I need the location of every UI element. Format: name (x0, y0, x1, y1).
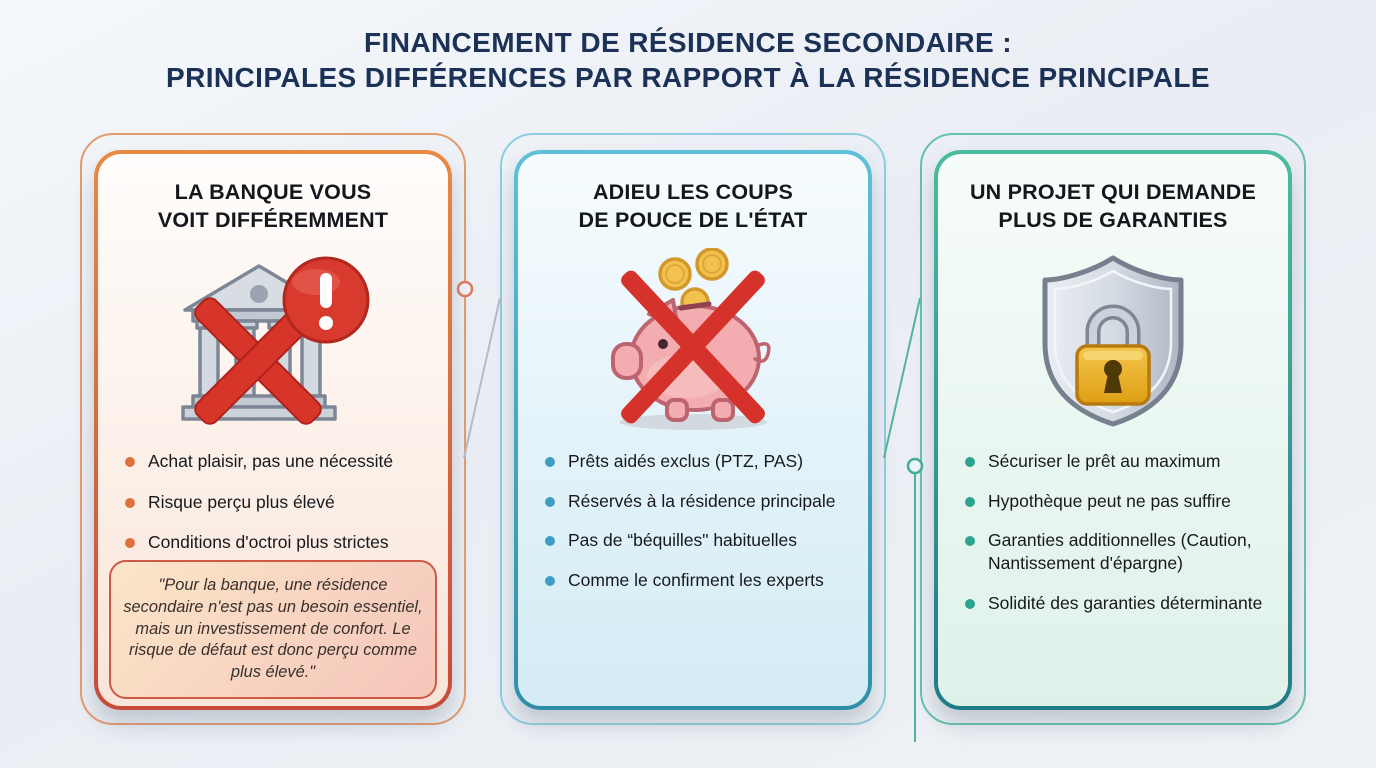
connector-node-icon (906, 457, 924, 475)
bullet-dot (545, 456, 555, 467)
bullet-dot (965, 536, 975, 547)
list-item: Prêts aidés exclus (PTZ, PAS) (545, 450, 850, 473)
list-item: Sécuriser le prêt au maximum (965, 450, 1270, 473)
connector-diagonal-right (883, 297, 921, 459)
list-item: Conditions d'octroi plus strictes (125, 531, 430, 554)
card-title-line: PLUS DE GARANTIES (998, 208, 1228, 233)
page-title-line1: FINANCEMENT DE RÉSIDENCE SECONDAIRE : (364, 27, 1012, 58)
list-item: Pas de “béquilles" habituelles (545, 529, 850, 552)
list-item: Solidité des garanties déterminante (965, 592, 1270, 615)
bullet-dot (965, 496, 975, 507)
card-guarantees-title: UN PROJET QUI DEMANDE PLUS DE GARANTIES (952, 178, 1274, 235)
bullet-text: Hypothèque peut ne pas suffire (988, 490, 1231, 511)
bank-quote: "Pour la banque, une résidence secondair… (109, 559, 437, 699)
bullet-dot (545, 496, 555, 507)
connector-node-icon (456, 280, 474, 298)
bullet-dot (125, 538, 135, 549)
connector-diagonal-left (463, 297, 501, 459)
bullet-text: Solidité des garanties déterminante (988, 592, 1263, 613)
warning-badge-icon (282, 256, 370, 344)
page-title-line2: PRINCIPALES DIFFÉRENCES PAR RAPPORT À LA… (166, 61, 1210, 93)
bullet-text: Garanties additionnelles (Caution, Nanti… (988, 530, 1252, 573)
card-bank-view-title: LA BANQUE VOUS VOIT DIFFÉREMMENT (112, 178, 434, 235)
bullet-text: Pas de “béquilles" habituelles (568, 530, 797, 551)
bullet-dot (125, 456, 135, 467)
card-title-line: ADIEU LES COUPS (592, 180, 794, 204)
card1-outer-outline (80, 133, 466, 725)
bullet-text: Conditions d'octroi plus strictes (148, 532, 389, 553)
card-bank-view: LA BANQUE VOUS VOIT DIFFÉREMMENT (94, 150, 452, 710)
card-state-aid: ADIEU LES COUPS DE POUCE DE L'ÉTAT (514, 150, 872, 710)
list-item: Garanties additionnelles (Caution, Nanti… (965, 529, 1270, 575)
card3-outer-outline (920, 133, 1306, 725)
padlock-icon (1075, 304, 1151, 406)
card-title-line: LA BANQUE VOUS (174, 180, 372, 204)
card2-outer-outline (500, 133, 886, 725)
bullet-text: Achat plaisir, pas une nécessité (148, 450, 394, 471)
bullet-text: Comme le confirment les experts (568, 570, 824, 590)
bullet-text: Prêts aidés exclus (PTZ, PAS) (568, 450, 804, 471)
card-title-line: DE POUCE DE L'ÉTAT (578, 208, 808, 233)
card-guarantees: UN PROJET QUI DEMANDE PLUS DE GARANTIES (934, 150, 1292, 710)
piggy-bank-crossed-icon (518, 244, 868, 440)
shield-lock-icon-svg (1042, 255, 1184, 427)
bullet-text: Réservés à la résidence principale (568, 490, 836, 511)
list-item: Hypothèque peut ne pas suffire (965, 490, 1270, 513)
bullet-dot (965, 456, 975, 467)
bullet-dot (125, 497, 135, 508)
red-cross-icon (621, 270, 765, 424)
bank-crossed-warning-icon-svg (181, 256, 370, 425)
shield-lock-icon (938, 244, 1288, 440)
red-cross-icon (194, 297, 322, 425)
card-guarantees-body: UN PROJET QUI DEMANDE PLUS DE GARANTIES (938, 154, 1288, 706)
page-title: FINANCEMENT DE RÉSIDENCE SECONDAIRE : PR… (0, 26, 1376, 95)
bullet-text: Sécuriser le prêt au maximum (988, 450, 1221, 471)
list-item: Réservés à la résidence principale (545, 490, 850, 513)
list-item: Comme le confirment les experts (545, 569, 850, 592)
card-state-aid-title: ADIEU LES COUPS DE POUCE DE L'ÉTAT (532, 178, 854, 235)
bank-crossed-warning-icon (98, 244, 448, 440)
bank-bullet-list: Achat plaisir, pas une nécessité Risque … (98, 450, 448, 554)
piggy-bank-crossed-icon-svg (611, 247, 771, 430)
state-aid-bullet-list: Prêts aidés exclus (PTZ, PAS) Réservés à… (518, 450, 868, 592)
card-title-line: UN PROJET QUI DEMANDE (969, 180, 1257, 204)
shadow (619, 413, 767, 430)
card-title-line: VOIT DIFFÉREMMENT (157, 208, 389, 233)
bullet-dot (545, 536, 555, 547)
card-state-aid-body: ADIEU LES COUPS DE POUCE DE L'ÉTAT (518, 154, 868, 706)
card-bank-view-body: LA BANQUE VOUS VOIT DIFFÉREMMENT (98, 154, 448, 706)
list-item: Achat plaisir, pas une nécessité (125, 450, 430, 473)
bullet-dot (965, 598, 975, 609)
bullet-dot (545, 576, 555, 586)
bullet-text: Risque perçu plus élevé (148, 491, 335, 512)
list-item: Risque perçu plus élevé (125, 491, 430, 514)
guarantees-bullet-list: Sécuriser le prêt au maximum Hypothèque … (938, 450, 1288, 615)
